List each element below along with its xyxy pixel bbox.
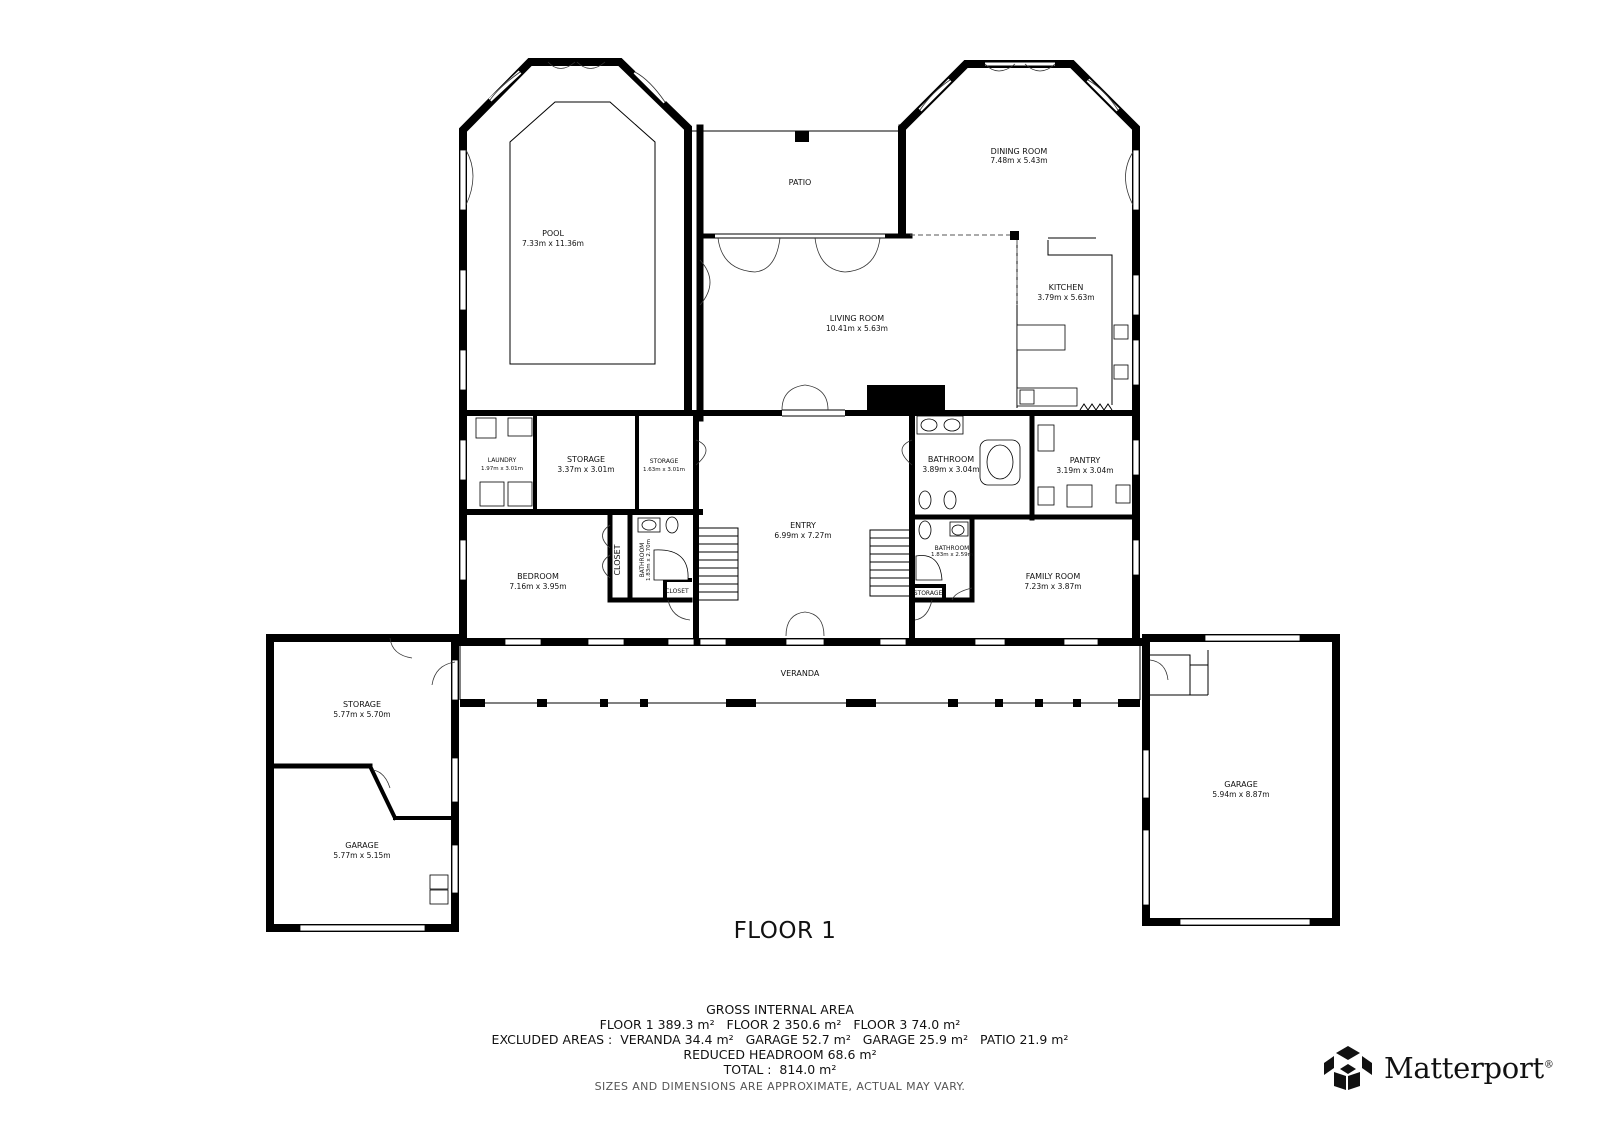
area-summary: GROSS INTERNAL AREA FLOOR 1 389.3 m² FLO… xyxy=(430,1002,1130,1094)
dining-dim: 7.48m x 5.43m xyxy=(990,156,1047,165)
storage2-label: STORAGE xyxy=(650,458,679,465)
bath-small-r-dim: 1.83m x 2.59m xyxy=(931,552,973,558)
area-floors: FLOOR 1 389.3 m² FLOOR 2 350.6 m² FLOOR … xyxy=(599,1017,961,1032)
veranda-area: VERANDA xyxy=(451,638,1142,707)
floor-title: FLOOR 1 xyxy=(733,918,837,944)
storage1-label: STORAGE xyxy=(567,455,605,464)
bathroom-label: BATHROOM xyxy=(928,455,974,464)
living-label: LIVING ROOM xyxy=(830,314,885,323)
garage-l-dim: 5.77m x 5.15m xyxy=(333,851,390,860)
matterport-logo-icon xyxy=(1324,1046,1372,1090)
bath-small-l-dim: 1.83m x 2.70m xyxy=(646,539,652,581)
closet-small-label: CLOSET xyxy=(665,588,689,595)
area-total: TOTAL : 814.0 m² xyxy=(723,1062,837,1077)
bedroom-wing: BEDROOM 7.16m x 3.95m CLOSET BATHROOM 1.… xyxy=(459,514,693,621)
family-label: FAMILY ROOM xyxy=(1026,572,1081,581)
bedroom-label: BEDROOM xyxy=(517,572,559,581)
brand-registered-mark: ® xyxy=(1543,1059,1554,1071)
bath-small-r-label: BATHROOM xyxy=(935,545,970,552)
bath-small-l-label: BATHROOM xyxy=(639,543,646,578)
kitchen-area: KITCHEN 3.79m x 5.63m xyxy=(1016,240,1140,411)
area-heading: GROSS INTERNAL AREA xyxy=(706,1002,854,1017)
utility-row: LAUNDRY 1.97m x 3.01m STORAGE 3.37m x 3.… xyxy=(459,410,707,641)
right-garage: GARAGE 5.94m x 8.87m xyxy=(1142,634,1340,926)
laundry-dim: 1.97m x 3.01m xyxy=(481,466,523,472)
pantry-label: PANTRY xyxy=(1070,456,1101,465)
area-note: SIZES AND DIMENSIONS ARE APPROXIMATE, AC… xyxy=(594,1080,966,1093)
closet-big-label: CLOSET xyxy=(613,544,622,575)
main-walls: LIVING ROOM 10.41m x 5.63m xyxy=(459,124,1140,642)
garage-r-label: GARAGE xyxy=(1224,780,1258,789)
family-wing: BATHROOM 1.83m x 2.59m STORAGE FAMILY RO… xyxy=(909,514,1140,621)
bathroom-dim: 3.89m x 3.04m xyxy=(922,465,979,474)
left-outbuilding: STORAGE 5.77m x 5.70m GARAGE 5.77m x 5.1… xyxy=(266,634,459,932)
storage-small-label: STORAGE xyxy=(914,590,943,597)
entry-dim: 6.99m x 7.27m xyxy=(774,531,831,540)
family-dim: 7.23m x 3.87m xyxy=(1024,582,1081,591)
patio-area: PATIO xyxy=(688,130,898,187)
storage3-dim: 5.77m x 5.70m xyxy=(333,710,390,719)
storage3-label: STORAGE xyxy=(343,700,381,709)
bedroom-dim: 7.16m x 3.95m xyxy=(509,582,566,591)
garage-l-label: GARAGE xyxy=(345,841,379,850)
laundry-label: LAUNDRY xyxy=(488,457,517,464)
storage1-dim: 3.37m x 3.01m xyxy=(557,465,614,474)
kitchen-dim: 3.79m x 5.63m xyxy=(1037,293,1094,302)
brand-name: Matterport® xyxy=(1384,1051,1554,1085)
patio-label: PATIO xyxy=(789,178,812,187)
entry-label: ENTRY xyxy=(790,521,816,530)
area-excluded: EXCLUDED AREAS : VERANDA 34.4 m² GARAGE … xyxy=(491,1032,1069,1047)
bath-pantry-row: BATHROOM 3.89m x 3.04m PANTRY 3.19m x 3.… xyxy=(901,410,1140,641)
entry-area: ENTRY 6.99m x 7.27m xyxy=(696,521,912,637)
dining-area: DINING ROOM 7.48m x 5.43m xyxy=(898,60,1140,238)
kitchen-label: KITCHEN xyxy=(1049,283,1084,292)
pool-label: POOL xyxy=(542,229,564,238)
garage-r-dim: 5.94m x 8.87m xyxy=(1212,790,1269,799)
pool-dim: 7.33m x 11.36m xyxy=(522,239,584,248)
veranda-label: VERANDA xyxy=(781,669,820,678)
dining-label: DINING ROOM xyxy=(991,147,1048,156)
pool-area: POOL 7.33m x 11.36m xyxy=(459,58,692,412)
pantry-dim: 3.19m x 3.04m xyxy=(1056,466,1113,475)
area-headroom: REDUCED HEADROOM 68.6 m² xyxy=(683,1047,877,1062)
storage2-dim: 1.63m x 3.01m xyxy=(643,467,685,473)
living-dim: 10.41m x 5.63m xyxy=(826,324,888,333)
brand: Matterport® xyxy=(1322,1044,1554,1092)
